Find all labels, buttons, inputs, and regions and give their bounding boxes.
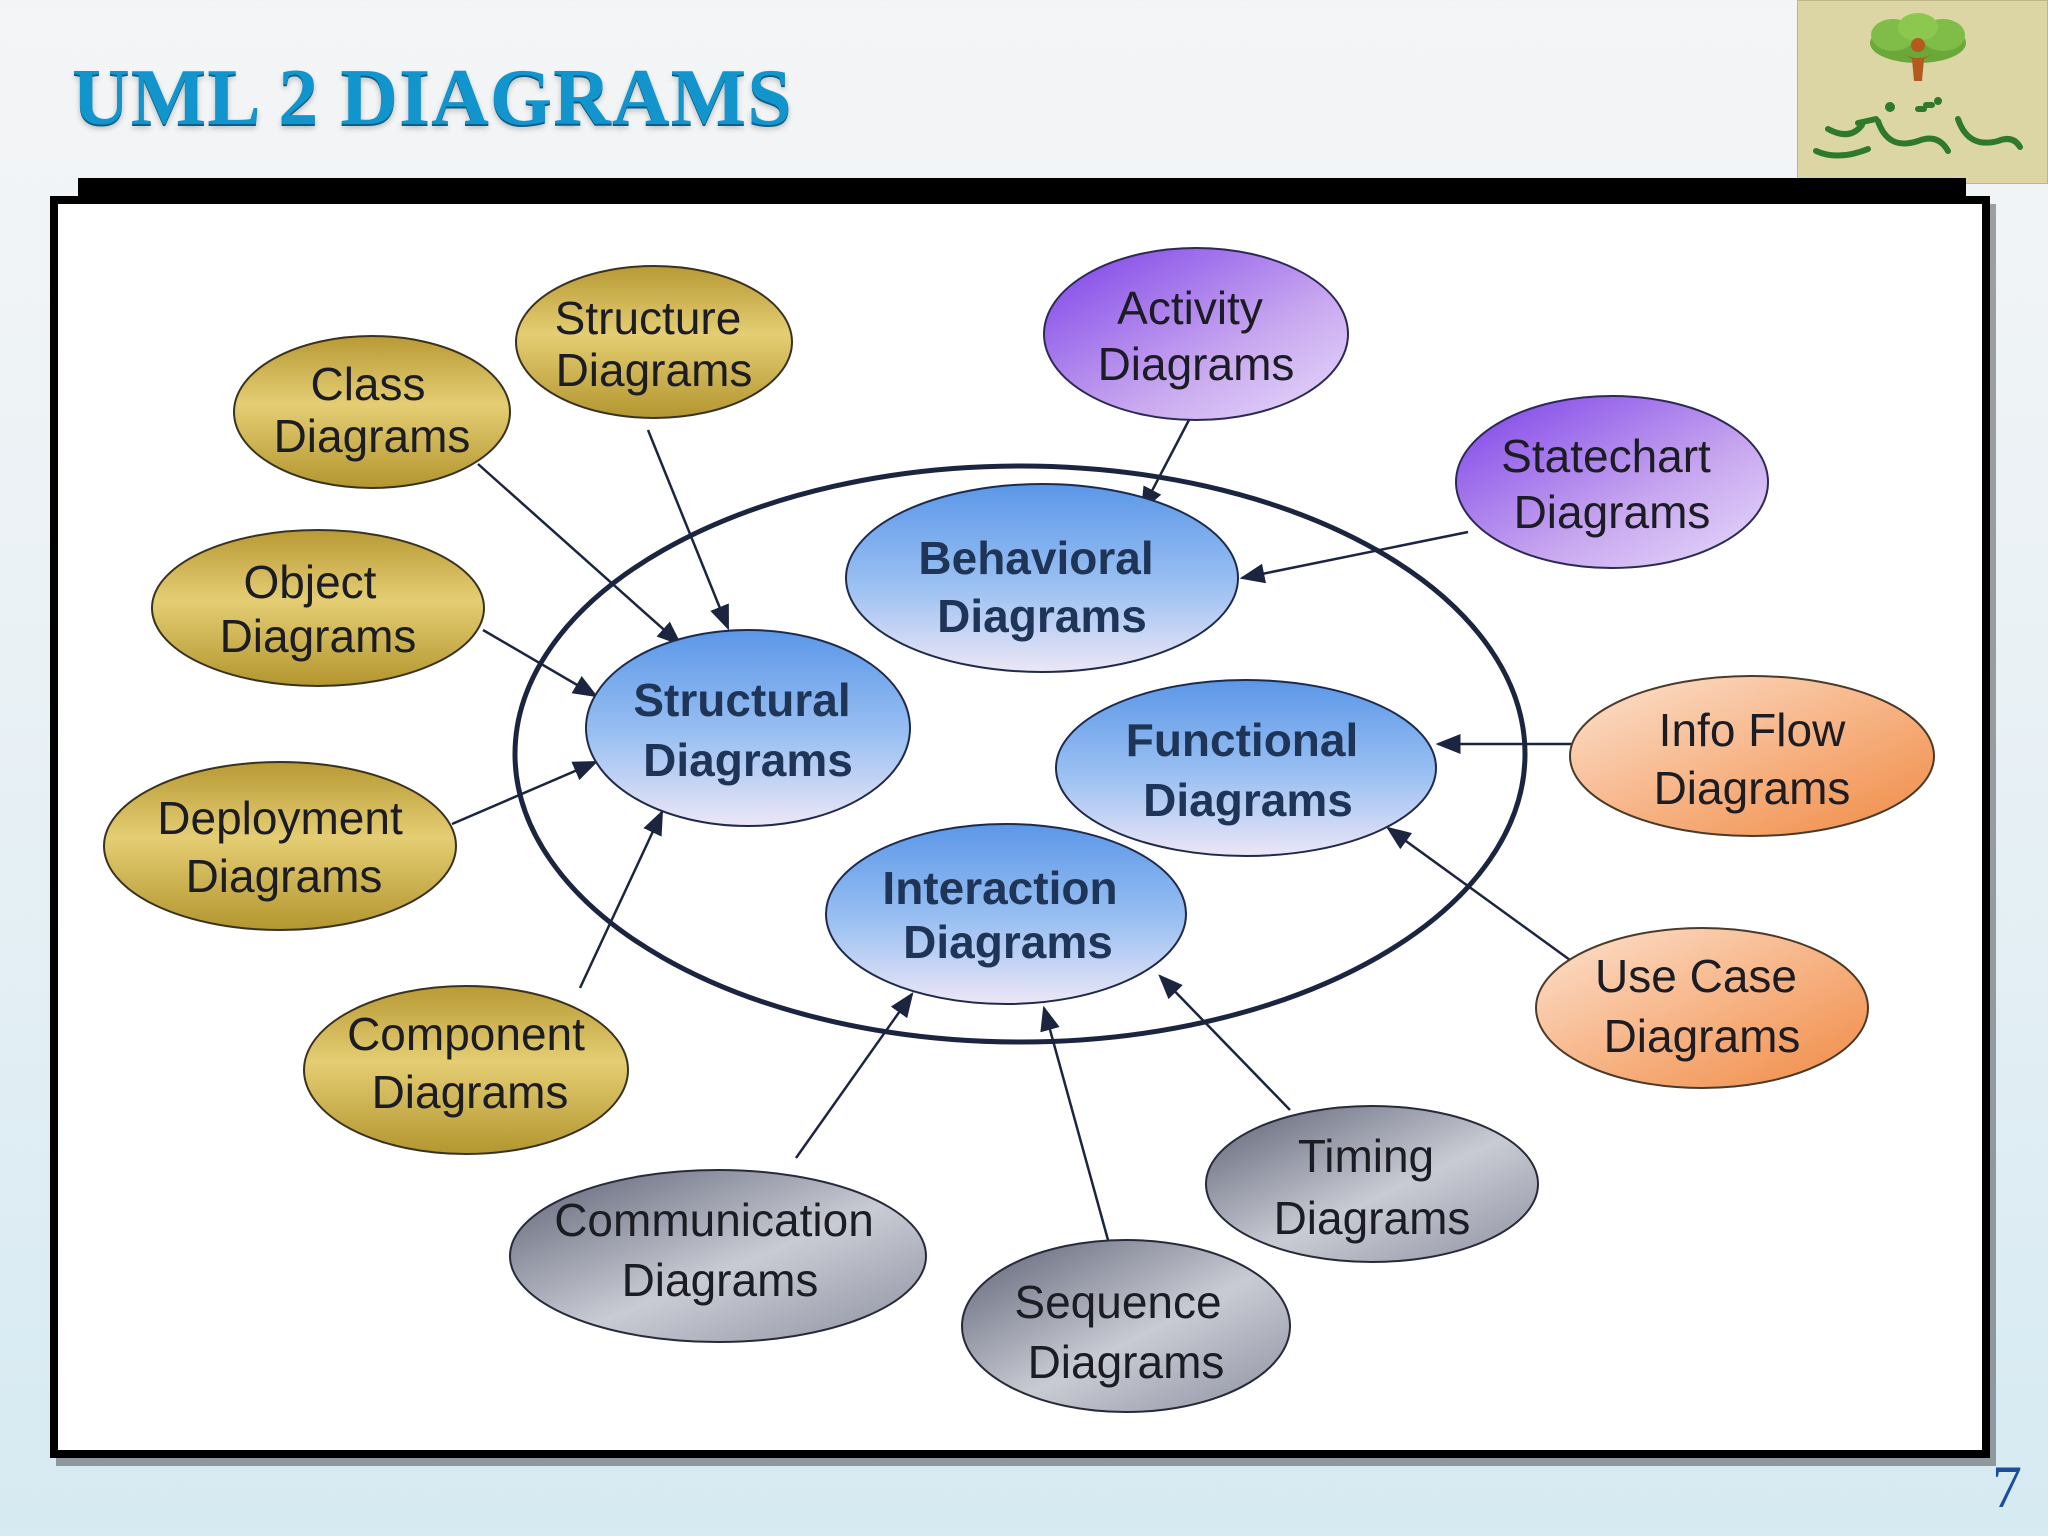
arrow-component-to-structural (578, 809, 664, 989)
svg-text:Diagrams: Diagrams (903, 916, 1113, 968)
object-diagrams-node: Object Diagrams (151, 529, 485, 687)
svg-text:Deployment: Deployment (157, 792, 403, 844)
statechart-diagrams-node: Statechart Diagrams (1455, 395, 1769, 569)
svg-text:Behavioral: Behavioral (918, 532, 1153, 584)
svg-text:Diagrams: Diagrams (1143, 774, 1353, 826)
arrow-deployment-to-structural (451, 760, 599, 826)
structural-diagrams-node: Structural Diagrams (585, 629, 911, 827)
svg-text:Diagrams: Diagrams (1604, 1010, 1801, 1062)
svg-text:Activity: Activity (1117, 282, 1263, 334)
deployment-diagrams-node: Deployment Diagrams (103, 761, 457, 931)
svg-text:Structural: Structural (633, 674, 850, 726)
class-diagrams-node: Class Diagrams (233, 335, 511, 489)
activity-diagrams-node: Activity Diagrams (1043, 247, 1349, 421)
svg-text:Diagrams: Diagrams (1028, 1336, 1225, 1388)
use-case-diagrams-node: Use Case Diagrams (1535, 927, 1869, 1089)
behavioral-diagrams-node: Behavioral Diagrams (845, 483, 1239, 673)
arrow-class-to-structural (477, 463, 682, 646)
slide-title: UML 2 DIAGRAMS (72, 54, 793, 142)
svg-text:Communication: Communication (554, 1194, 874, 1246)
arrows (451, 417, 1574, 1241)
svg-text:Statechart: Statechart (1501, 430, 1711, 482)
uml-boundary-ellipse (512, 463, 1528, 1045)
svg-text:Diagrams: Diagrams (186, 850, 383, 902)
svg-text:Diagrams: Diagrams (1274, 1192, 1471, 1244)
svg-text:Functional: Functional (1126, 714, 1359, 766)
svg-text:Diagrams: Diagrams (220, 610, 417, 662)
svg-text:Diagrams: Diagrams (643, 734, 853, 786)
svg-text:Structure: Structure (555, 292, 742, 344)
arrow-sequence-to-interaction (1040, 1005, 1110, 1241)
svg-text:Diagrams: Diagrams (372, 1066, 569, 1118)
svg-text:Diagrams: Diagrams (274, 410, 471, 462)
interaction-diagrams-node: Interaction Diagrams (825, 823, 1187, 1005)
svg-text:Diagrams: Diagrams (1514, 486, 1711, 538)
page-number: 7 (1992, 1454, 2022, 1520)
sequence-diagrams-node: Sequence Diagrams (961, 1239, 1291, 1413)
svg-text:Interaction: Interaction (882, 862, 1117, 914)
timing-diagrams-node: Timing Diagrams (1205, 1105, 1539, 1263)
svg-text:Use Case: Use Case (1595, 950, 1797, 1002)
svg-text:Class: Class (310, 358, 425, 410)
svg-text:Diagrams: Diagrams (622, 1254, 819, 1306)
logo (1797, 0, 2048, 184)
info-flow-diagrams-node: Info Flow Diagrams (1569, 675, 1935, 837)
svg-text:Object: Object (244, 556, 377, 608)
component-diagrams-node: Component Diagrams (303, 985, 629, 1155)
title-underline (78, 178, 1966, 200)
arrow-object-to-structural (482, 628, 599, 698)
svg-text:Component: Component (347, 1008, 585, 1060)
svg-text:Diagrams: Diagrams (556, 344, 753, 396)
arrow-timing-to-interaction (1158, 974, 1291, 1111)
tree-logo-icon (1813, 13, 2023, 159)
communication-diagrams-node: Communication Diagrams (509, 1169, 927, 1343)
arrow-usecase-to-functional (1385, 826, 1571, 962)
svg-text:Sequence: Sequence (1014, 1276, 1221, 1328)
svg-text:Diagrams: Diagrams (1098, 338, 1295, 390)
svg-text:Info Flow: Info Flow (1659, 704, 1846, 756)
svg-text:Diagrams: Diagrams (937, 590, 1147, 642)
arrow-communication-to-interaction (794, 991, 914, 1159)
arrow-structure-to-structural (646, 429, 730, 631)
arrow-statechart-to-behavioral (1239, 530, 1469, 584)
functional-diagrams-node: Functional Diagrams (1055, 679, 1437, 857)
arrow-activity-to-behavioral (1140, 417, 1192, 513)
svg-text:Diagrams: Diagrams (1654, 762, 1851, 814)
svg-text:Timing: Timing (1298, 1130, 1434, 1182)
structure-diagrams-node: Structure Diagrams (515, 265, 793, 419)
